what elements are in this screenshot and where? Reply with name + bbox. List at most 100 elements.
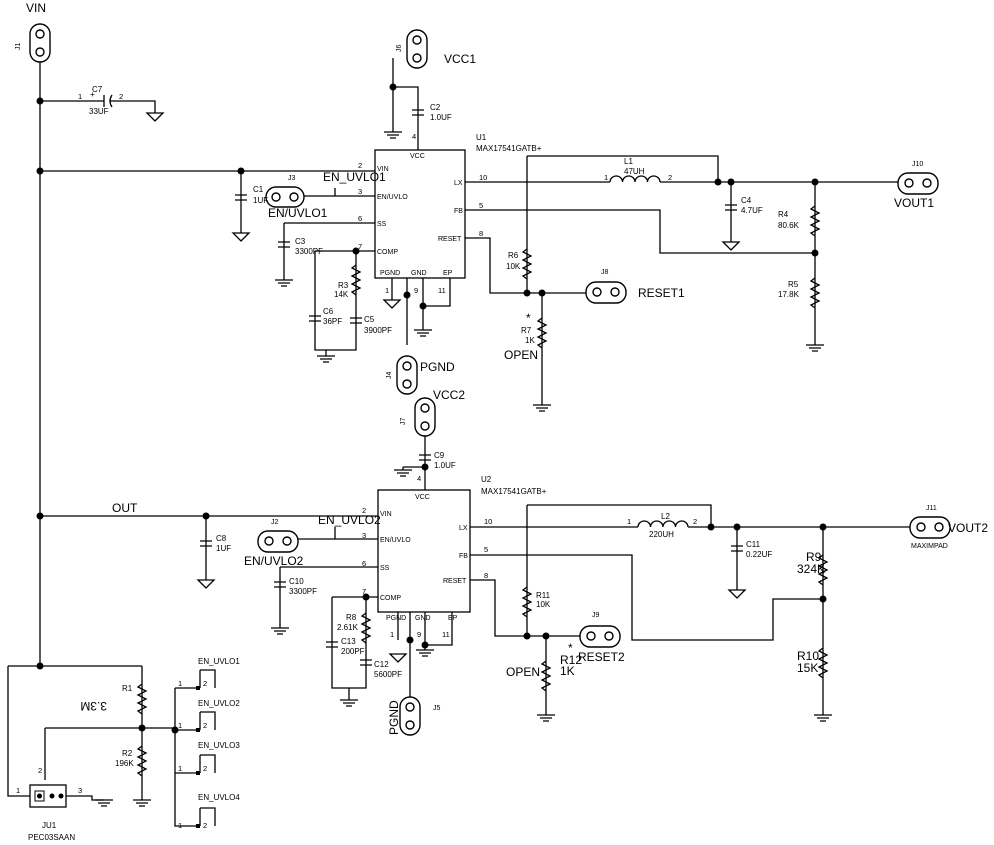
ground-icon (384, 131, 402, 139)
svg-text:PGND: PGND (387, 700, 401, 735)
svg-text:7: 7 (358, 242, 362, 251)
ground-icon (196, 579, 216, 589)
svg-text:3: 3 (362, 531, 366, 540)
inductor-l1: L1 47UH 1 2 (604, 157, 672, 183)
svg-text:C3: C3 (295, 237, 306, 246)
svg-text:R3: R3 (338, 281, 349, 290)
svg-text:2: 2 (362, 506, 366, 515)
svg-text:COMP: COMP (377, 249, 398, 256)
svg-text:4: 4 (412, 132, 416, 141)
svg-text:*: * (526, 311, 531, 325)
ground-icon (394, 469, 412, 477)
svg-text:5: 5 (479, 201, 483, 210)
svg-text:324K: 324K (797, 562, 825, 576)
capacitor-c11 (731, 545, 743, 552)
capacitor-c5 (350, 317, 362, 324)
connector-j6 (406, 29, 428, 69)
svg-text:GND: GND (415, 615, 431, 622)
svg-text:3300PF: 3300PF (295, 247, 323, 256)
svg-text:1UF: 1UF (216, 544, 231, 553)
svg-text:1: 1 (178, 721, 182, 730)
svg-text:5: 5 (484, 545, 488, 554)
resistor-r6 (521, 248, 533, 280)
svg-text:COMP: COMP (380, 595, 401, 602)
svg-text:RESET1: RESET1 (638, 286, 685, 300)
svg-text:1.0UF: 1.0UF (434, 461, 456, 470)
svg-text:R4: R4 (778, 210, 789, 219)
connector-j7 (414, 397, 436, 437)
resistor-r5 (809, 277, 821, 309)
ground-icon (537, 714, 555, 722)
svg-text:PGND: PGND (380, 270, 400, 277)
svg-text:3300PF: 3300PF (289, 587, 317, 596)
resistor-r3 (350, 264, 362, 296)
svg-text:L2: L2 (661, 512, 670, 521)
svg-text:RESET2: RESET2 (578, 650, 625, 664)
svg-text:0.22UF: 0.22UF (746, 550, 772, 559)
svg-text:GND: GND (411, 270, 427, 277)
svg-text:2: 2 (203, 821, 207, 830)
svg-text:C12: C12 (374, 660, 389, 669)
svg-text:VCC1: VCC1 (444, 52, 476, 66)
svg-text:8: 8 (479, 229, 483, 238)
svg-text:VCC: VCC (415, 494, 430, 501)
ground-icon (721, 241, 741, 251)
resistor-r12 (540, 660, 552, 692)
svg-text:6: 6 (358, 214, 362, 223)
labels: VIN OUT J1 J6 J4 J7 J3 J8 J10 J2 J9 J11 … (15, 1, 988, 768)
svg-text:11: 11 (438, 286, 446, 295)
connector-j3 (265, 186, 305, 208)
connector-pads (29, 23, 951, 736)
svg-text:2: 2 (668, 173, 672, 182)
svg-text:R11: R11 (536, 591, 551, 600)
ground-icon (727, 589, 747, 599)
svg-text:36PF: 36PF (323, 317, 342, 326)
svg-text:R5: R5 (788, 280, 799, 289)
ground-icon (806, 344, 824, 352)
svg-text:MAX17541GATB+: MAX17541GATB+ (481, 487, 547, 496)
svg-text:EN_UVLO3: EN_UVLO3 (198, 741, 240, 750)
svg-text:FB: FB (459, 553, 468, 560)
connector-j8 (585, 281, 627, 304)
capacitor-c2 (412, 109, 424, 116)
svg-text:1: 1 (627, 517, 631, 526)
svg-text:J7: J7 (400, 418, 407, 426)
svg-text:C4: C4 (741, 196, 752, 205)
svg-text:6: 6 (362, 559, 366, 568)
connector-j4 (396, 355, 418, 395)
svg-text:VIN: VIN (380, 511, 392, 518)
svg-text:R1: R1 (122, 684, 133, 693)
resistor-r2 (136, 745, 148, 777)
svg-text:14K: 14K (334, 290, 349, 299)
svg-text:SS: SS (377, 221, 387, 228)
capacitor-c13 (326, 641, 338, 648)
svg-text:VOUT1: VOUT1 (894, 196, 934, 210)
svg-text:1UF: 1UF (253, 196, 268, 205)
svg-text:MAXIMPAD: MAXIMPAD (911, 543, 948, 550)
svg-text:C13: C13 (341, 637, 356, 646)
connector-j2 (257, 530, 299, 553)
svg-text:R8: R8 (346, 613, 357, 622)
svg-text:L1: L1 (624, 157, 633, 166)
svg-text:EN_UVLO2: EN_UVLO2 (318, 513, 381, 527)
ground-icon (814, 714, 832, 722)
svg-text:J6: J6 (396, 45, 403, 53)
svg-text:2: 2 (693, 517, 697, 526)
svg-text:2.61K: 2.61K (337, 623, 359, 632)
svg-text:EN/UVLO2: EN/UVLO2 (244, 554, 304, 568)
ground-icon (317, 350, 335, 363)
resistor-r8 (360, 612, 372, 644)
capacitor-c9 (419, 454, 431, 461)
resistor-r10 (817, 647, 829, 679)
svg-text:1: 1 (178, 679, 182, 688)
svg-text:*: * (568, 641, 573, 655)
svg-text:J5: J5 (433, 705, 441, 712)
ground-icon (533, 404, 551, 412)
svg-text:3900PF: 3900PF (364, 326, 392, 335)
svg-text:+: + (90, 90, 95, 99)
svg-text:J9: J9 (592, 612, 600, 619)
svg-text:OPEN: OPEN (506, 665, 540, 679)
ground-icon (275, 279, 293, 287)
connector-j5 (399, 696, 421, 736)
svg-text:15K: 15K (797, 661, 818, 675)
